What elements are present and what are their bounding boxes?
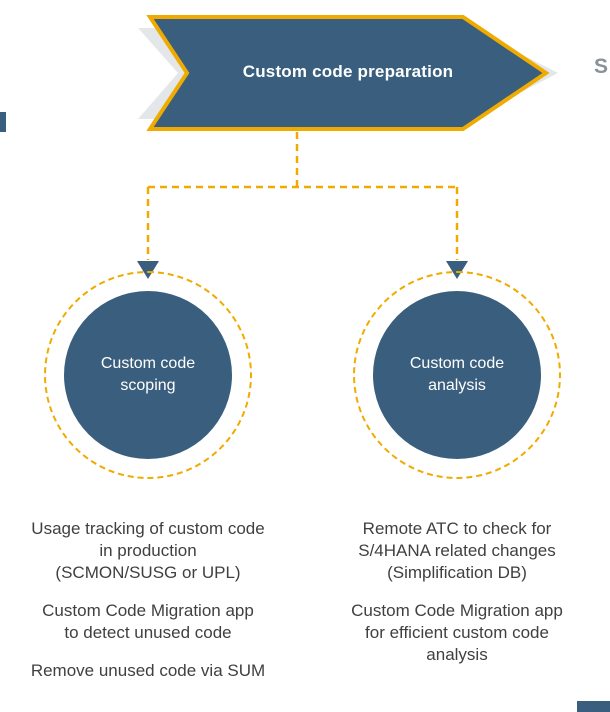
scoping-label: Custom code scoping (100, 355, 196, 394)
detail-paragraph: Usage tracking of custom code in product… (31, 519, 265, 582)
analysis-label: Custom code analysis (409, 355, 505, 394)
node-custom-code-scoping: Custom code scoping (44, 271, 252, 479)
left-edge-accent-bar (0, 112, 6, 132)
custom-code-preparation-chevron (146, 15, 550, 131)
dashed-connector (146, 132, 459, 260)
analysis-details: Remote ATC to check for S/4HANA related … (312, 518, 602, 666)
bottom-right-accent-bar (577, 701, 610, 712)
scoping-circle: Custom code scoping (64, 291, 232, 459)
scoping-details: Usage tracking of custom code in product… (2, 518, 294, 682)
detail-paragraph: Remove unused code via SUM (30, 660, 266, 680)
detail-paragraph: Custom Code Migration app for efficient … (351, 600, 563, 664)
cropped-edge-text: S (593, 55, 608, 78)
detail-paragraph: Remote ATC to check for S/4HANA related … (358, 519, 556, 582)
node-custom-code-analysis: Custom code analysis (353, 271, 561, 479)
detail-paragraph: Custom Code Migration app to detect unus… (42, 600, 254, 642)
analysis-circle: Custom code analysis (373, 291, 541, 459)
process-chevron-banner (138, 15, 558, 131)
banner-title: Custom code preparation (242, 62, 454, 81)
